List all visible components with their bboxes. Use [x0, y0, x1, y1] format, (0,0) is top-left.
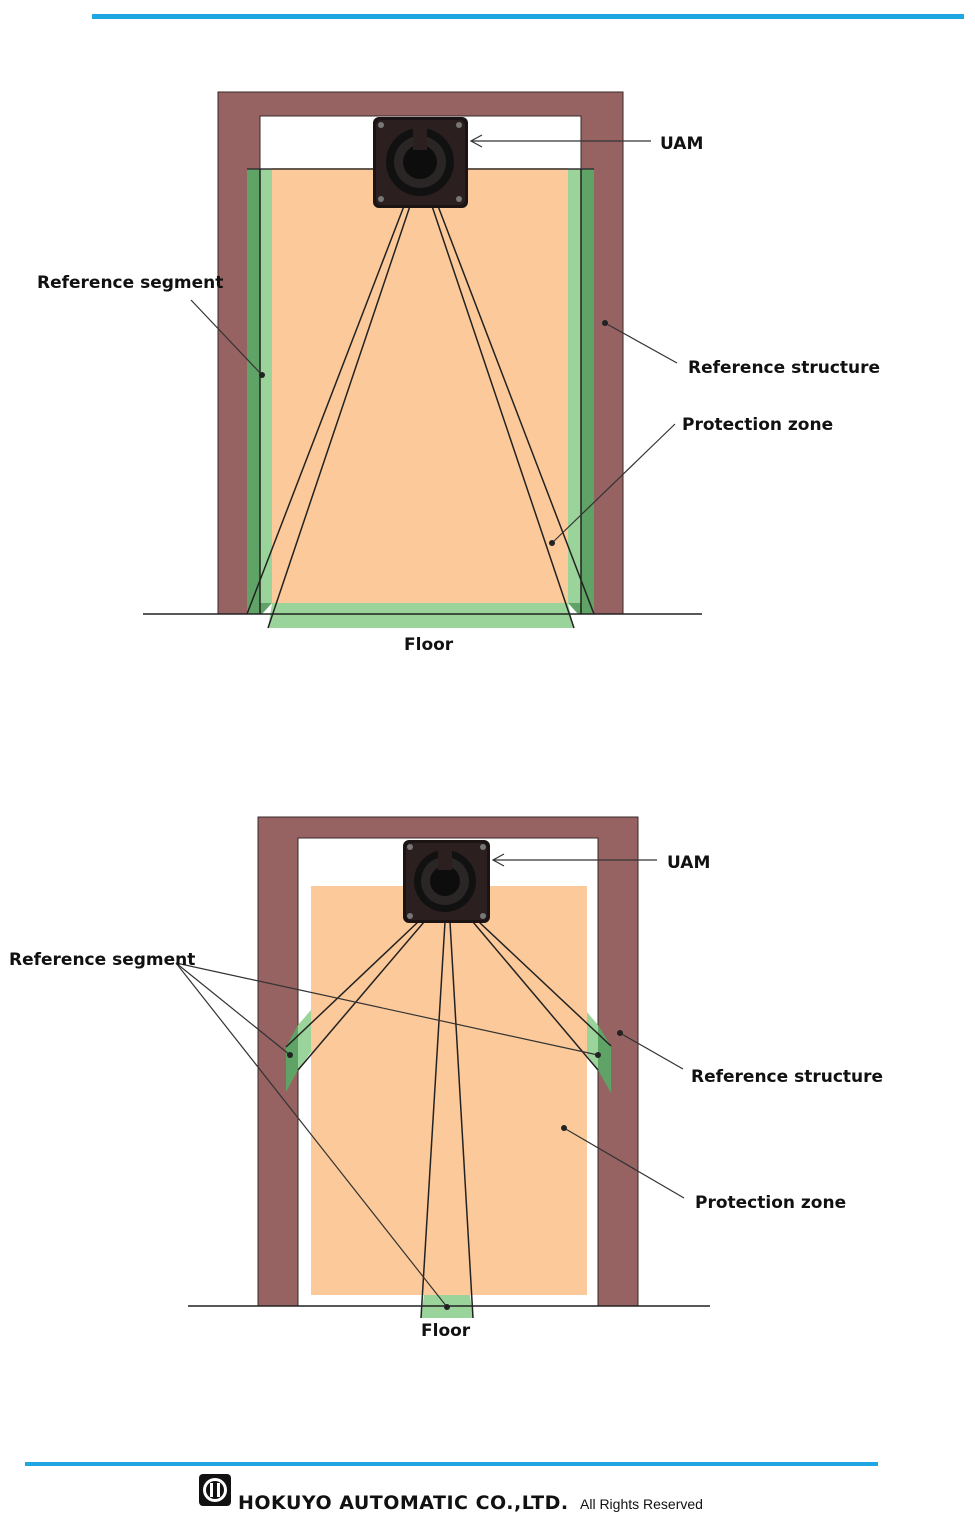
label-protection-zone: Protection zone: [682, 415, 833, 435]
reference-segment-right-inner: [568, 169, 581, 603]
label-floor: Floor: [421, 1321, 471, 1341]
uam-sensor-icon: [373, 117, 468, 208]
label-floor: Floor: [404, 635, 454, 655]
diagram-2: UAM Reference segment Reference structur…: [9, 816, 883, 1341]
leader-lines: [190, 134, 678, 544]
uam-sensor-icon: [403, 840, 490, 923]
footer-company: HOKUYO AUTOMATIC CO.,LTD.: [238, 1492, 569, 1514]
reference-segment-left-inner: [298, 1010, 311, 1070]
protection-zone: [311, 886, 587, 1295]
hokuyo-logo-icon: [199, 1474, 231, 1506]
protection-zone: [272, 168, 568, 603]
label-reference-segment: Reference segment: [37, 273, 223, 293]
diagram-1: UAM Reference segment Reference structur…: [37, 91, 880, 655]
label-uam: UAM: [667, 853, 710, 873]
reference-segment-right-inner: [587, 1012, 598, 1070]
leader-dots: [287, 1030, 623, 1310]
footer-rule: [25, 1462, 878, 1466]
reference-segment-left-inner: [260, 169, 272, 603]
label-protection-zone: Protection zone: [695, 1193, 846, 1213]
leader-lines: [175, 853, 685, 1308]
detection-beams: [285, 921, 612, 1319]
reference-segment-floor: [268, 603, 574, 628]
reference-segment-left: [286, 1025, 298, 1092]
leader-dots: [259, 320, 608, 546]
label-uam: UAM: [660, 134, 703, 154]
detection-beams: [246, 169, 595, 629]
footer-rights: All Rights Reserved: [580, 1496, 703, 1512]
label-reference-segment: Reference segment: [9, 950, 195, 970]
header-rule: [92, 14, 964, 19]
label-reference-structure: Reference structure: [691, 1067, 883, 1087]
label-reference-structure: Reference structure: [688, 358, 880, 378]
